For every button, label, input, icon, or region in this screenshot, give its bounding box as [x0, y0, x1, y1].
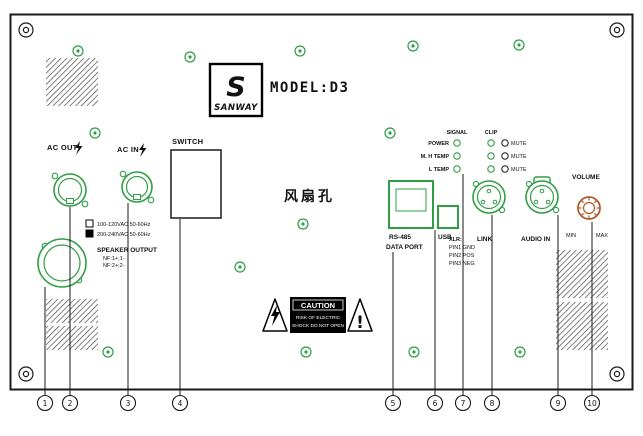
mh-temp-row-label: M. H TEMP [421, 154, 450, 160]
xlr-pin1: PIN1 GND [449, 245, 475, 251]
speaker-output-connector [37, 238, 87, 288]
fan-hole-label: 风扇孔 [284, 188, 335, 205]
mute-label-2: MUTE [511, 154, 527, 160]
lightning-bolt-icon [271, 305, 280, 326]
audio-in-label: AUDIO IN [521, 236, 551, 243]
power-switch [170, 149, 222, 219]
callout-leader-lines [44, 174, 593, 396]
link-label: LINK [477, 236, 492, 243]
voltage-option-2: 200-240VAC 50-60Hz [97, 232, 151, 238]
caution-title: CAUTION [301, 301, 335, 310]
callout-9: 9 [556, 399, 561, 408]
led-icons [453, 139, 495, 173]
callout-4: 4 [178, 399, 183, 408]
xlr-pin2: PIN2 POS [449, 253, 475, 259]
voltage-option-1: 100-120VAC 50-60Hz [97, 222, 151, 228]
usb-label: USB [438, 234, 452, 241]
mute-label-3: MUTE [511, 167, 527, 173]
rs485-port-inner [395, 188, 427, 212]
logo-letter: S [226, 72, 245, 103]
ac-out-label: AC OUT [47, 143, 78, 152]
volume-knob [577, 196, 601, 220]
vent-grille-bottom-left-1 [46, 299, 98, 323]
callout-8: 8 [490, 399, 495, 408]
brand-name: SANWAY [214, 103, 258, 113]
indicator-cluster: SIGNAL CLIP POWER M. H TEMP L TEMP MUTE … [421, 130, 527, 173]
signal-header: SIGNAL [447, 130, 468, 136]
bolt-icon [75, 141, 83, 155]
ac-in-connector [119, 170, 155, 204]
xlr-title: XLR: [449, 237, 462, 243]
mute-label-1: MUTE [511, 141, 527, 147]
audio-in-connector [525, 176, 560, 214]
exclamation-mark: ! [356, 313, 364, 333]
caution-line-2: SHOCK DO NOT OPEN [292, 323, 344, 329]
warning-triangle-exclamation [347, 298, 373, 332]
vent-grille-top-left [46, 58, 98, 106]
caution-line-1: RISK OF ELECTRIC [296, 315, 341, 321]
vent-grille-bottom-left-2 [46, 326, 98, 350]
speaker-wiring-1: NF:1+;1- [103, 256, 125, 262]
rs485-label: RS-485 [389, 234, 411, 241]
vent-grille-right-1 [556, 250, 608, 298]
bolt-icon [139, 143, 147, 157]
volume-max-label: MAX [596, 233, 608, 239]
vent-grille-right-2 [556, 302, 608, 350]
volume-min-label: MIN [566, 233, 576, 239]
mute-led-icons [501, 139, 509, 173]
callout-10: 10 [587, 399, 597, 408]
vent-grilles [46, 58, 608, 350]
switch-label: SWITCH [172, 137, 203, 146]
panel-screw-icons [72, 39, 526, 358]
ac-in-label: AC IN [117, 145, 139, 154]
speaker-wiring-2: NF:2+;2- [103, 263, 125, 269]
brand-logo: S SANWAY [208, 62, 264, 118]
model-label: MODEL:D3 [270, 80, 349, 96]
caution-box [290, 297, 346, 333]
ac-out-connector [51, 172, 89, 208]
callout-1: 1 [43, 399, 48, 408]
voltage-selector: 100-120VAC 50-60Hz 200-240VAC 50-60Hz [85, 219, 151, 238]
callout-2: 2 [68, 399, 73, 408]
callout-5: 5 [391, 399, 396, 408]
callout-3: 3 [126, 399, 131, 408]
data-port-label: DATA PORT [386, 244, 423, 251]
l-temp-row-label: L TEMP [429, 167, 449, 173]
speaker-output-label: SPEAKER OUTPUT [97, 247, 157, 254]
corner-screw-icons [18, 22, 625, 382]
callout-6: 6 [433, 399, 438, 408]
callout-markers: 1 2 3 4 5 6 7 8 9 10 [36, 394, 601, 412]
link-connector [472, 180, 506, 214]
caution-assembly: CAUTION RISK OF ELECTRIC SHOCK DO NOT OP… [262, 297, 373, 333]
voltage-option-box-2 [85, 229, 94, 238]
voltage-option-box-1 [85, 219, 94, 228]
power-row-label: POWER [428, 141, 449, 147]
callout-7: 7 [461, 399, 466, 408]
xlr-pinout: XLR: PIN1 GND PIN2 POS PIN3 NEG [449, 237, 475, 267]
clip-header: CLIP [485, 130, 498, 136]
volume-label: VOLUME [572, 174, 600, 181]
caution-title-frame [292, 299, 344, 311]
xlr-pin3: PIN3 NEG [449, 261, 475, 267]
usb-port [437, 205, 459, 229]
